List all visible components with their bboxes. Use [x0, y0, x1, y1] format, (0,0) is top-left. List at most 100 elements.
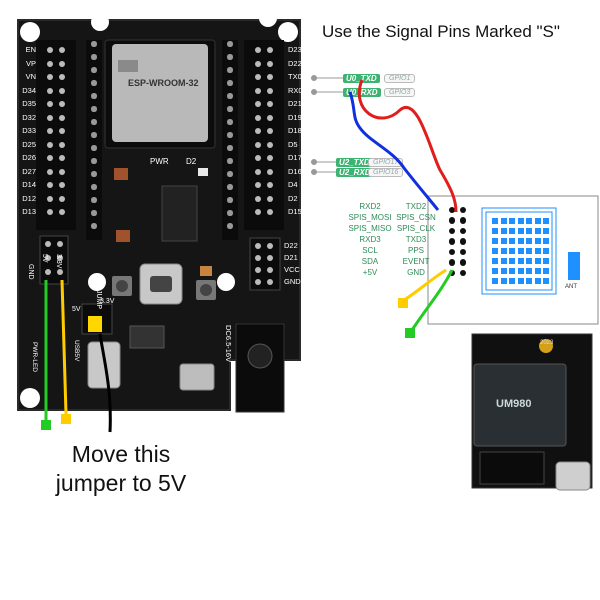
header-pin: [45, 269, 51, 275]
instruction-text: Move this jumper to 5V: [36, 440, 206, 498]
gps-grid-cell: [500, 258, 507, 264]
header-pin: [267, 101, 273, 107]
header-pin: [91, 223, 97, 229]
gps-grid-cell: [500, 278, 507, 284]
left-pin-label: D32: [22, 112, 36, 122]
header-pin: [91, 158, 97, 164]
gps-right-label: SPIS_CSN: [396, 213, 436, 222]
gps-grid-cell: [543, 268, 549, 274]
antenna-label: ANT: [565, 284, 577, 290]
header-pin: [448, 248, 456, 256]
d2-label: D2: [186, 157, 197, 166]
header-pin: [459, 269, 467, 277]
header-pin: [227, 184, 233, 190]
header-pin: [267, 155, 273, 161]
header-pin: [255, 60, 261, 67]
regulator-chip: [129, 325, 165, 349]
left-pin-label: D13: [22, 207, 36, 216]
gpio-tag-17: GPIO17: [368, 158, 404, 167]
uart-tag-u0-txd: U0_TXD: [343, 74, 380, 83]
gps-grid-cell: [517, 258, 524, 264]
header-pin: [47, 60, 53, 67]
header-pin: [227, 41, 233, 47]
header-pin: [59, 141, 65, 148]
mount-hole: [259, 9, 277, 27]
gps-left-label: SCL: [362, 246, 378, 255]
gps-grid-cell: [534, 268, 541, 274]
gps-right-label: GND: [407, 268, 425, 277]
header-pin: [448, 227, 456, 235]
header-pin: [227, 210, 233, 216]
gsv-label: 3.3V: [55, 254, 62, 269]
gpio-tag-1: GPIO1: [384, 74, 416, 83]
right-pin-label: D4: [288, 180, 298, 189]
header-pin: [255, 209, 261, 215]
gps-right-label: TXD3: [405, 235, 427, 244]
header-pin: [227, 223, 233, 229]
gps-grid-cell: [517, 238, 524, 244]
header-pin: [45, 255, 51, 261]
header-pin: [91, 132, 97, 138]
micro-usb-port: [179, 363, 215, 391]
header-pin: [57, 269, 63, 275]
header-pin: [459, 227, 467, 235]
power-pin-label: GND: [284, 277, 301, 286]
gps-grid-cell: [509, 218, 515, 224]
gps-left-label: SPIS_MOSI: [348, 213, 392, 222]
gps-grid-cell: [492, 238, 498, 244]
gps-right-label: PPS: [407, 246, 424, 255]
header-pin: [267, 128, 273, 134]
gps-grid-cell: [509, 268, 515, 274]
gps-grid-cell: [517, 278, 524, 284]
header-pin: [47, 182, 53, 188]
header-pin: [91, 171, 97, 177]
header-pin: [267, 74, 273, 80]
header-pin: [47, 74, 53, 80]
header-pin: [47, 209, 53, 215]
header-pin: [255, 114, 261, 121]
gpio-tag-16: GPIO16: [368, 168, 404, 177]
header-pin: [59, 47, 65, 53]
gps-grid-cell: [517, 218, 524, 224]
left-pin-label: VN: [25, 72, 36, 81]
header-pin: [91, 41, 97, 47]
gps-grid-cell: [534, 238, 541, 244]
mount-hole: [278, 22, 298, 42]
um980-chip: [473, 363, 567, 447]
right-pin-label: D2: [288, 193, 298, 203]
right-pin-label: D23: [288, 45, 302, 54]
gps-grid-cell: [500, 268, 507, 274]
header-pin: [255, 101, 261, 107]
header-pin: [267, 168, 273, 175]
gps-grid-cell: [509, 278, 515, 284]
left-inner-header: [86, 40, 102, 240]
gps-grid-cell: [492, 268, 498, 274]
header-pin: [59, 101, 65, 107]
header-pin: [459, 259, 467, 266]
power-pin-label: VCC: [284, 265, 300, 274]
gps-grid-cell: [526, 218, 532, 224]
right-pin-label: D5: [288, 139, 298, 149]
gps-right-label: SPIS_CLK: [396, 224, 436, 233]
left-pin-label: D35: [22, 99, 36, 108]
header-pin: [47, 128, 53, 134]
header-pin: [459, 206, 467, 214]
gsv-header: [39, 235, 69, 285]
header-pin: [227, 171, 233, 177]
header-pin: [59, 74, 65, 80]
header-pin: [91, 80, 97, 86]
gps-pcb-outline: [481, 207, 557, 295]
gps-grid-cell: [509, 238, 515, 244]
gps-grid-cell: [543, 258, 549, 264]
gpio-tag-3: GPIO3: [384, 88, 416, 97]
gps-grid-cell: [500, 218, 507, 224]
gps-grid-cell: [543, 218, 549, 224]
usb5v-label: USB5V: [73, 340, 80, 362]
left-pin-label: D27: [22, 166, 36, 176]
right-pin-label: D21: [288, 99, 302, 108]
right-pin-label: D19: [288, 112, 302, 122]
gps-antenna-pad: [568, 252, 580, 280]
header-pin: [59, 195, 65, 202]
header-pin: [91, 54, 97, 60]
right-pin-label: D17: [288, 153, 302, 162]
